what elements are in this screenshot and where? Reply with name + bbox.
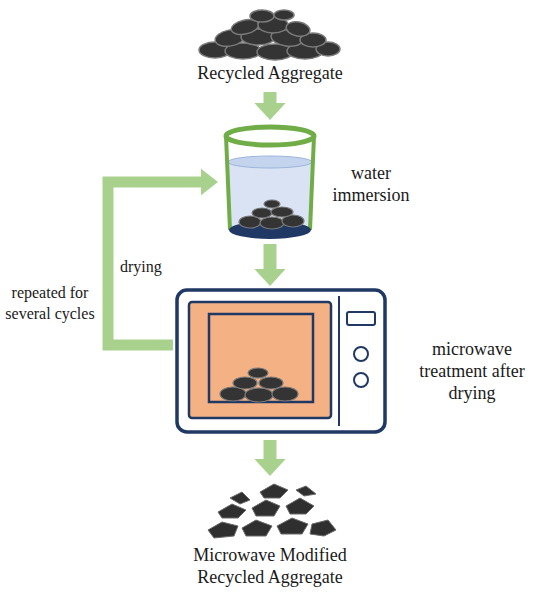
- oven-glass: [209, 314, 313, 402]
- oven-display: [347, 312, 375, 325]
- arrow-label: drying: [120, 256, 162, 277]
- modified-aggregate: [200, 478, 340, 542]
- oven-knob: [354, 373, 368, 387]
- illustration-part: [296, 486, 316, 496]
- oven-rack: [209, 298, 313, 314]
- panel-divider: [338, 296, 340, 426]
- step-label: Microwave Modified Recycled Aggregate: [180, 544, 360, 588]
- arrow-shaft: [264, 92, 277, 103]
- illustrated-step: Microwave Modified Recycled Aggregate: [180, 478, 360, 608]
- water: [228, 162, 312, 230]
- arrow-head: [254, 103, 285, 120]
- illustration-part: [218, 504, 246, 518]
- illustration-part: [242, 520, 272, 536]
- stones: [199, 10, 340, 60]
- illustration-part: [274, 10, 294, 20]
- water-surface: [228, 156, 312, 168]
- illustration-part: [252, 208, 272, 218]
- step-label: Recycled Aggregate: [160, 62, 380, 84]
- flow-arrow: [254, 244, 285, 286]
- illustration-part: [285, 20, 311, 38]
- illustration-part: [252, 500, 280, 516]
- oven-knob: [354, 347, 368, 361]
- illustration-part: [248, 368, 268, 378]
- arrow-shaft: [264, 244, 277, 269]
- oven-body: [177, 290, 385, 432]
- flow-arrow: [254, 92, 285, 120]
- illustration-part: [245, 388, 273, 402]
- step-label: microwave treatment after drying: [397, 338, 547, 404]
- illustration-part: [250, 10, 274, 22]
- oven-window: [189, 302, 331, 418]
- water-container: [222, 122, 318, 242]
- arrow-head: [254, 459, 285, 476]
- arrow-head: [201, 169, 218, 195]
- illustrated-step: microwave treatment after drying: [175, 288, 387, 438]
- illustration-part: [208, 522, 238, 538]
- illustrated-step: water immersion: [222, 122, 318, 242]
- illustration-part: [233, 377, 257, 389]
- container-rim: [226, 127, 314, 145]
- illustration-part: [230, 492, 250, 504]
- stones: [220, 368, 298, 402]
- stones: [239, 200, 304, 229]
- step-label: water immersion: [330, 162, 412, 206]
- note-label: repeated for several cycles: [4, 282, 96, 324]
- illustration-part: [286, 498, 314, 514]
- illustrated-step: Recycled Aggregate: [195, 5, 345, 90]
- container-wall: [226, 136, 314, 230]
- illustration-part: [260, 217, 284, 229]
- arrow-shaft: [108, 182, 201, 345]
- flow-arrow: [254, 440, 285, 476]
- arrow-head: [254, 269, 285, 286]
- arrow-shaft: [264, 440, 277, 459]
- illustration-part: [259, 377, 283, 389]
- illustration-part: [271, 207, 293, 217]
- stones: [208, 484, 336, 538]
- microwave-oven: [175, 288, 387, 438]
- flow-arrow: [108, 169, 218, 345]
- illustration-part: [277, 518, 308, 534]
- aggregate-pile: [195, 5, 345, 60]
- illustration-part: [310, 520, 336, 536]
- illustration-part: [264, 200, 280, 208]
- illustration-part: [260, 484, 288, 498]
